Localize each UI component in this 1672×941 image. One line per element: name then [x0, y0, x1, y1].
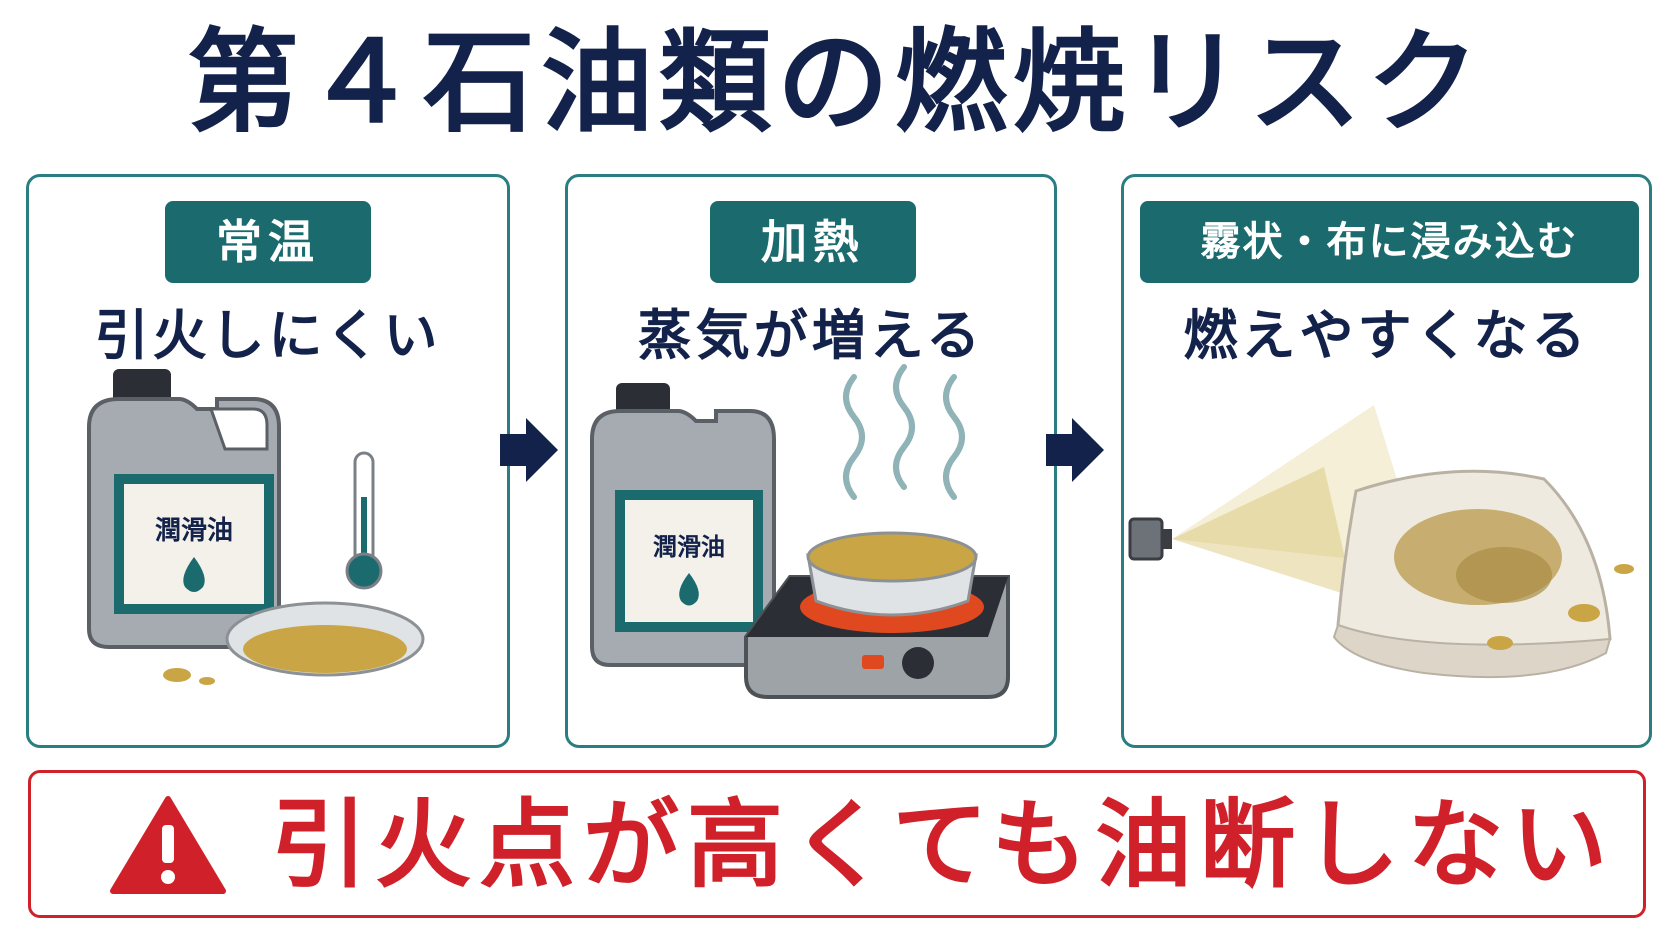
- right-arrow-icon: [500, 418, 558, 482]
- panel-illustration: 潤滑油: [590, 364, 1010, 699]
- svg-text:潤滑油: 潤滑油: [155, 516, 233, 546]
- warning-banner: 引火点が高くても油断しない: [28, 770, 1646, 918]
- oil-soaked-cloth-icon: [1332, 469, 1634, 679]
- warning-text: 引火点が高くても油断しない: [271, 789, 1616, 901]
- thermometer-icon: [345, 451, 383, 590]
- oil-jug-icon: 潤滑油: [590, 383, 776, 667]
- panel-caption: 引火しにくい: [94, 304, 442, 367]
- panel-heating: 加熱 蒸気が増える 潤滑油: [565, 174, 1057, 748]
- panel-badge: 霧状・布に浸み込む: [1140, 201, 1639, 283]
- oil-dish-icon: [806, 531, 978, 617]
- panel-badge: 常温: [165, 201, 371, 283]
- vapor-icon: [843, 364, 965, 500]
- oil-jug-icon: 潤滑油: [87, 369, 281, 649]
- panel-mist-and-cloth: 霧状・布に浸み込む 燃えやすくなる: [1121, 174, 1652, 748]
- right-arrow-icon: [1046, 418, 1104, 482]
- warning-triangle-icon: [110, 796, 226, 894]
- oil-dish-icon: [163, 601, 425, 685]
- panel-illustration: [1128, 405, 1634, 679]
- spray-nozzle-icon: [1128, 517, 1172, 561]
- panel-illustration: 潤滑油: [87, 369, 425, 685]
- panel-caption: 燃えやすくなる: [1183, 304, 1590, 367]
- page-title: 第４石油類の燃焼リスク: [187, 18, 1485, 148]
- panel-caption: 蒸気が増える: [637, 304, 985, 367]
- panel-badge: 加熱: [710, 201, 916, 283]
- panel-room-temperature: 常温 引火しにくい 潤滑油: [26, 174, 510, 748]
- svg-text:潤滑油: 潤滑油: [653, 533, 725, 561]
